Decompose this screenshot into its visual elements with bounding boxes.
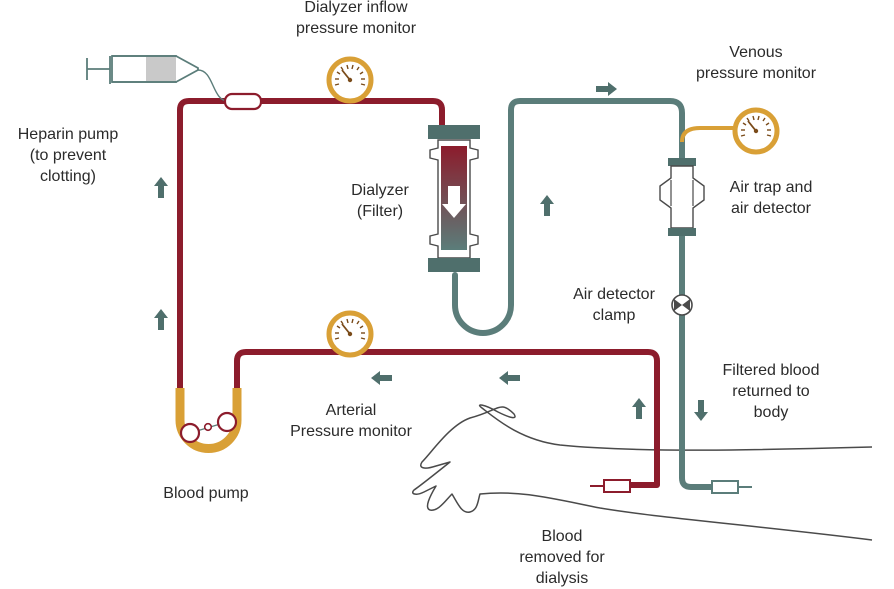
venous-gauge-branch bbox=[680, 126, 734, 143]
label-line: Arterial bbox=[325, 402, 377, 419]
label-blood-pump: Blood pump bbox=[150, 483, 262, 504]
label-line: Dialyzer bbox=[351, 182, 409, 199]
clamp-valve-icon bbox=[671, 294, 693, 316]
label-dialyzer: Dialyzer (Filter) bbox=[338, 180, 422, 222]
label-filtered-blood: Filtered blood returned to body bbox=[706, 360, 836, 423]
label-line: Pressure monitor bbox=[290, 423, 412, 440]
heparin-connector bbox=[223, 92, 263, 111]
label-line: (to prevent bbox=[29, 147, 107, 164]
pressure-gauge-icon bbox=[735, 110, 777, 152]
label-venous-monitor: Venous pressure monitor bbox=[680, 42, 832, 84]
arterial-tubing bbox=[177, 98, 660, 488]
dialyzer-filter bbox=[428, 125, 480, 272]
pressure-gauge-icon bbox=[329, 59, 371, 101]
label-line: clamp bbox=[592, 307, 636, 324]
label-air-trap: Air trap and air detector bbox=[716, 177, 826, 219]
blood-pump bbox=[175, 388, 242, 453]
air-trap-icon bbox=[659, 158, 705, 236]
label-line: Air detector bbox=[573, 286, 655, 303]
label-line: Filtered blood bbox=[722, 362, 820, 379]
label-dialyzer-inflow-monitor: Dialyzer inflow pressure monitor bbox=[282, 0, 430, 39]
label-line: removed for bbox=[519, 549, 605, 566]
heparin-line bbox=[197, 69, 229, 102]
label-line: Venous bbox=[729, 44, 783, 61]
label-line: air detector bbox=[730, 200, 812, 217]
syringe-icon bbox=[86, 55, 199, 84]
label-line: clotting) bbox=[39, 168, 97, 185]
label-line: Blood bbox=[541, 528, 583, 545]
label-line: Heparin pump bbox=[17, 126, 119, 143]
label-heparin-pump: Heparin pump (to prevent clotting) bbox=[2, 124, 134, 187]
venous-tubing bbox=[452, 98, 715, 490]
pressure-gauge-icon bbox=[329, 313, 371, 355]
label-line: pressure monitor bbox=[295, 20, 417, 37]
flow-arrow-icon bbox=[154, 82, 708, 421]
label-blood-removed: Blood removed for dialysis bbox=[510, 526, 614, 589]
venous-needle bbox=[711, 480, 752, 494]
arm-outline bbox=[412, 404, 873, 541]
arterial-needle bbox=[590, 479, 631, 493]
label-line: Air trap and bbox=[729, 179, 813, 196]
label-line: body bbox=[753, 404, 789, 421]
label-arterial-monitor: Arterial Pressure monitor bbox=[280, 400, 422, 442]
label-air-detector-clamp: Air detector clamp bbox=[558, 284, 670, 326]
label-line: (Filter) bbox=[356, 203, 404, 220]
label-line: dialysis bbox=[535, 570, 589, 587]
label-line: Dialyzer inflow bbox=[304, 0, 408, 16]
label-line: pressure monitor bbox=[695, 65, 817, 82]
label-line: returned to bbox=[732, 383, 810, 400]
label-line: Blood pump bbox=[163, 485, 249, 502]
